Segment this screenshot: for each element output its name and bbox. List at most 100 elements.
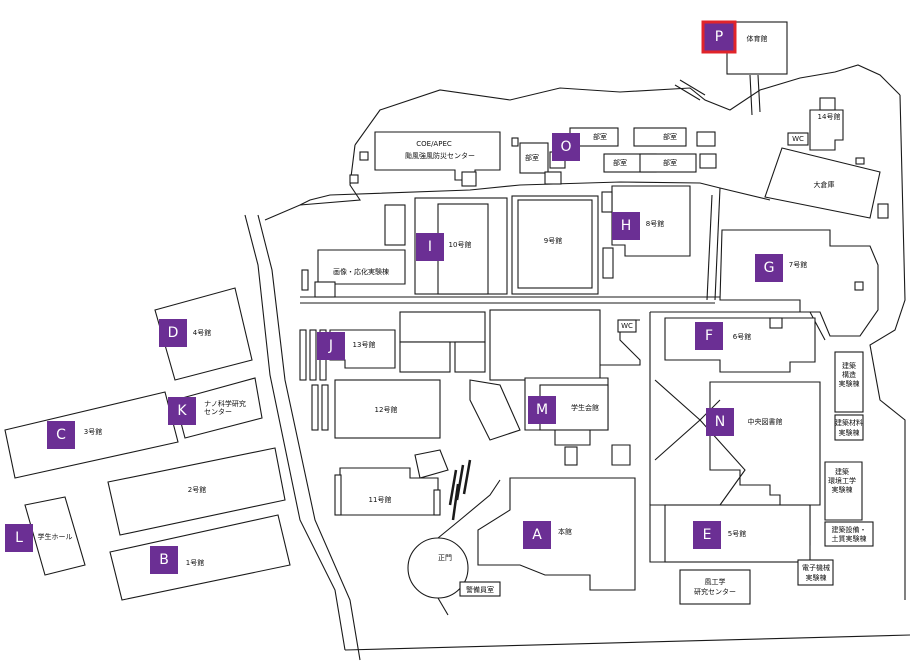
building-5-label: 5号館 (728, 529, 746, 538)
main-building[interactable] (477, 477, 636, 591)
arch-materials-lab[interactable] (834, 414, 864, 441)
building-14-label: 14号館 (818, 112, 841, 121)
wc-east-label: WC (792, 135, 804, 143)
club-room-label-1: 部室 (525, 153, 539, 162)
coe-label-line2: 颱風強風防災センター (405, 151, 475, 160)
marker-c[interactable] (47, 421, 75, 449)
env-eng-label-2: 環境工学 (828, 476, 856, 485)
marker-p[interactable] (701, 20, 737, 54)
marker-e[interactable] (693, 521, 721, 549)
marker-i-label: I (428, 239, 432, 255)
marker-d-label: D (168, 325, 179, 341)
building-6-label: 6号館 (733, 332, 751, 341)
wind-engineering-center[interactable] (679, 569, 751, 605)
building-12-label: 12号館 (375, 405, 398, 414)
student-hall-l-building[interactable] (24, 496, 86, 576)
building-4[interactable] (154, 287, 253, 381)
gymnasium-label: 体育館 (747, 34, 768, 43)
arch-material-label-2: 実験棟 (839, 428, 860, 437)
electro-mechanical-lab[interactable] (797, 559, 834, 586)
env-eng-label-3: 実験棟 (832, 485, 853, 494)
club-room-label-3: 部室 (663, 132, 677, 141)
arch-material-label-1: 建築材料 (835, 418, 863, 427)
civil-label-2: 土質実験棟 (832, 534, 867, 543)
nano-label-line1: ナノ科学研究 (204, 399, 246, 408)
guard-room[interactable] (459, 581, 501, 597)
marker-b-label: B (159, 552, 169, 568)
main-building-label: 本館 (558, 527, 572, 536)
marker-h[interactable] (612, 212, 640, 240)
marker-l-label: L (15, 530, 23, 546)
marker-m-label: M (536, 402, 548, 418)
civil-label-1: 建築設備・ (832, 525, 867, 534)
building-11-label: 11号館 (369, 495, 392, 504)
arch-structure-label-2: 構造 (842, 370, 856, 379)
marker-f-label: F (705, 328, 713, 344)
building-3[interactable] (4, 391, 179, 479)
central-library[interactable] (709, 381, 821, 506)
marker-a[interactable] (523, 521, 551, 549)
marker-k-label: K (177, 403, 187, 419)
student-hall-l-label: 学生ホール (38, 532, 73, 541)
building-6[interactable] (664, 317, 816, 373)
coe-label-line1: COE/APEC (416, 140, 452, 148)
electrical-label-2: 実験棟 (806, 573, 827, 582)
central-library-label: 中央図書館 (748, 417, 783, 426)
marker-i[interactable] (416, 233, 444, 261)
marker-o-label: O (560, 139, 571, 155)
building-9-label: 9号館 (544, 236, 562, 245)
wc-center[interactable] (617, 319, 637, 333)
gymnasium-building[interactable] (726, 21, 788, 75)
arch-structure-label-3: 実験棟 (839, 379, 860, 388)
marker-f[interactable] (695, 322, 723, 350)
student-hall-label: 学生会館 (571, 403, 599, 412)
marker-h-label: H (621, 218, 632, 234)
building-8-label: 8号館 (646, 219, 664, 228)
campus-boundary (244, 64, 910, 661)
marker-d[interactable] (159, 319, 187, 347)
guard-room-label: 警備員室 (466, 585, 494, 594)
marker-k[interactable] (168, 397, 196, 425)
building-2[interactable] (107, 447, 286, 536)
building-1[interactable] (109, 514, 291, 601)
marker-e-label: E (703, 527, 712, 543)
building-11[interactable] (339, 467, 439, 516)
arch-structure-label-1: 建築 (842, 361, 856, 370)
soil-lab[interactable] (824, 521, 874, 547)
marker-c-label: C (56, 427, 66, 443)
marker-l[interactable] (5, 524, 33, 552)
building-12[interactable] (334, 379, 441, 439)
building-7-label: 7号館 (789, 260, 807, 269)
main-gate[interactable] (407, 479, 501, 616)
env-engineering-lab[interactable] (824, 461, 863, 521)
building-4-label: 4号館 (193, 328, 211, 337)
marker-b[interactable] (150, 546, 178, 574)
wind-label-1: 風工学 (705, 577, 726, 586)
building-2-label: 2号館 (188, 485, 206, 494)
large-warehouse[interactable] (764, 147, 881, 219)
marker-m[interactable] (528, 396, 556, 424)
nano-science-center[interactable] (174, 377, 263, 439)
building-13-label: 13号館 (353, 340, 376, 349)
club-room-label-4: 部室 (613, 158, 627, 167)
marker-j-label: J (328, 338, 333, 354)
building-3-label: 3号館 (84, 427, 102, 436)
building-14[interactable] (809, 109, 844, 151)
club-room-label-5: 部室 (663, 158, 677, 167)
marker-j[interactable] (317, 332, 345, 360)
large-warehouse-label: 大倉庫 (814, 180, 835, 189)
club-rooms[interactable] (511, 127, 717, 185)
imaging-lab-building[interactable] (317, 249, 406, 285)
building-1-label: 1号館 (186, 558, 204, 567)
club-room-label-2: 部室 (593, 132, 607, 141)
env-eng-label-1: 建築 (835, 467, 849, 476)
arch-structure-lab[interactable] (834, 351, 864, 413)
wc-east[interactable] (787, 132, 809, 146)
marker-o[interactable] (552, 133, 580, 161)
electrical-label-1: 電子機械 (802, 563, 830, 572)
marker-g[interactable] (755, 254, 783, 282)
marker-n-label: N (715, 414, 725, 430)
marker-n[interactable] (706, 408, 734, 436)
